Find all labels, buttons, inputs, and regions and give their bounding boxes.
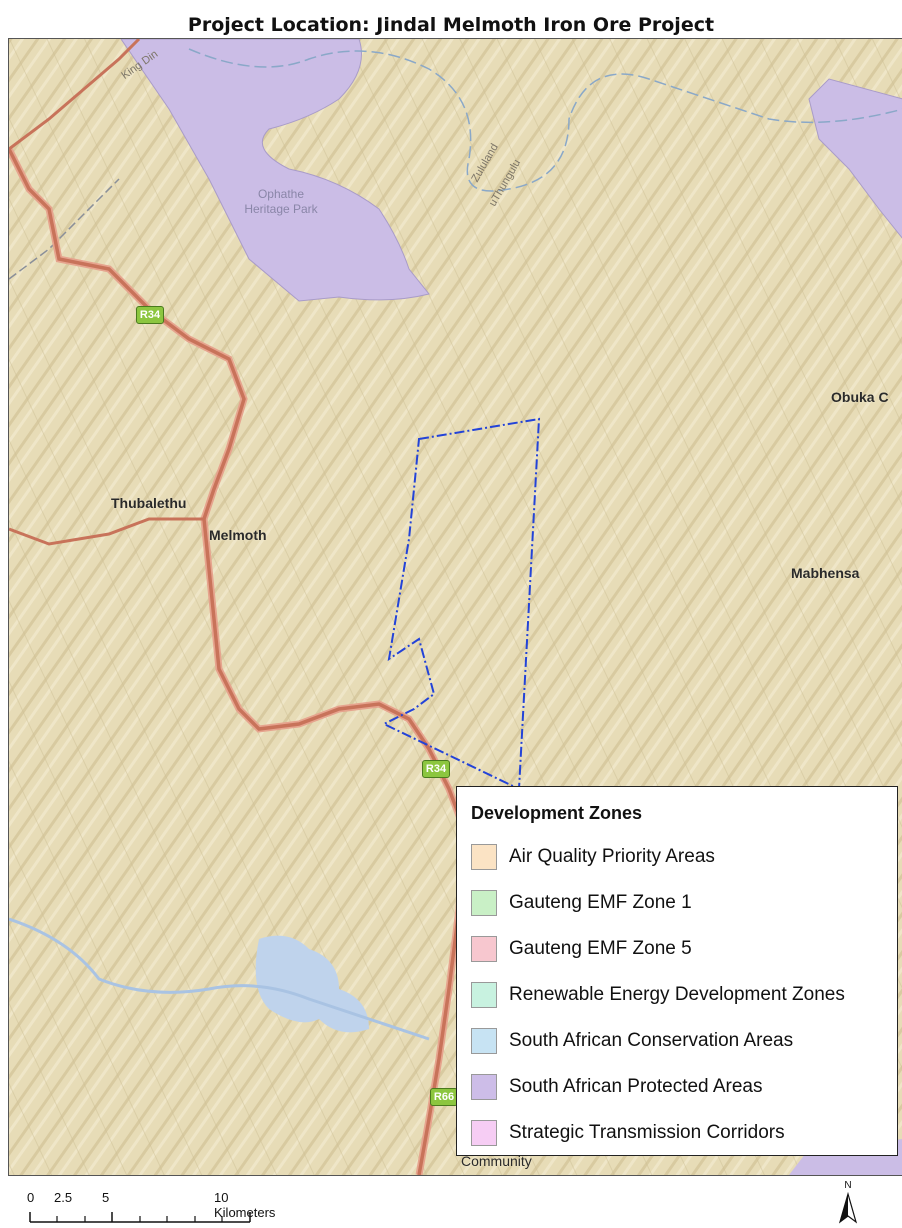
legend-swatch	[471, 890, 497, 916]
ophathe-heritage-park-label: Ophathe Heritage Park	[244, 187, 318, 216]
legend-swatch	[471, 844, 497, 870]
legend-item-renewable-energy: Renewable Energy Development Zones	[471, 972, 883, 1018]
legend-item-air-quality: Air Quality Priority Areas	[471, 834, 883, 880]
scale-label-10-km: 10 Kilometers	[214, 1190, 276, 1220]
protected-area-east	[808, 78, 902, 239]
legend-label: Renewable Energy Development Zones	[509, 984, 845, 1005]
legend-item-gauteng-emf-zone-1: Gauteng EMF Zone 1	[471, 880, 883, 926]
road-shield-r34-south: R34	[422, 760, 450, 778]
legend-title: Development Zones	[471, 803, 643, 823]
place-mabhensa: Mabhensa	[791, 565, 860, 581]
project-boundary	[381, 417, 541, 791]
legend-label: Strategic Transmission Corridors	[509, 1122, 785, 1143]
legend-swatch	[471, 1074, 497, 1100]
legend-label: Gauteng EMF Zone 5	[509, 938, 692, 959]
north-label: N	[844, 1180, 852, 1191]
legend-item-transmission-corridors: Strategic Transmission Corridors	[471, 1110, 883, 1156]
road-shield-r66: R66	[430, 1088, 458, 1106]
scale-label-0: 0	[27, 1190, 35, 1205]
map-title: Project Location: Jindal Melmoth Iron Or…	[187, 14, 715, 36]
southern-river	[9, 917, 430, 1041]
legend-swatch	[471, 936, 497, 962]
legend: Development Zones Air Quality Priority A…	[456, 786, 898, 1156]
northern-river	[188, 48, 902, 192]
place-community: Community	[461, 1153, 532, 1169]
place-thubalethu: Thubalethu	[111, 495, 187, 511]
ophathe-heritage-park-area	[120, 39, 430, 302]
scale-label-2-5: 2.5	[54, 1190, 73, 1205]
north-arrow: N	[836, 1180, 860, 1224]
legend-item-gauteng-emf-zone-5: Gauteng EMF Zone 5	[471, 926, 883, 972]
road-thubalethu	[9, 517, 204, 546]
north-arrow-icon	[838, 1192, 858, 1224]
legend-label: South African Conservation Areas	[509, 1030, 794, 1051]
legend-swatch	[471, 1028, 497, 1054]
legend-label: Air Quality Priority Areas	[509, 846, 715, 867]
scale-label-5: 5	[102, 1190, 110, 1205]
place-obuka: Obuka C	[831, 389, 889, 405]
road-north-branch	[9, 39, 141, 151]
scale-bar: 0 2.5 5 10 Kilometers	[27, 1190, 275, 1224]
road-shield-r34-north: R34	[136, 306, 164, 324]
legend-swatch	[471, 1120, 497, 1146]
legend-label: Gauteng EMF Zone 1	[509, 892, 692, 913]
scale-bar-graphic	[29, 1212, 251, 1223]
legend-label: South African Protected Areas	[509, 1076, 763, 1097]
place-melmoth: Melmoth	[209, 527, 267, 543]
legend-swatch	[471, 982, 497, 1008]
zululand-uthungulu-boundary	[9, 178, 120, 280]
legend-item-protected-areas: South African Protected Areas	[471, 1064, 883, 1110]
legend-item-conservation-areas: South African Conservation Areas	[471, 1018, 883, 1064]
